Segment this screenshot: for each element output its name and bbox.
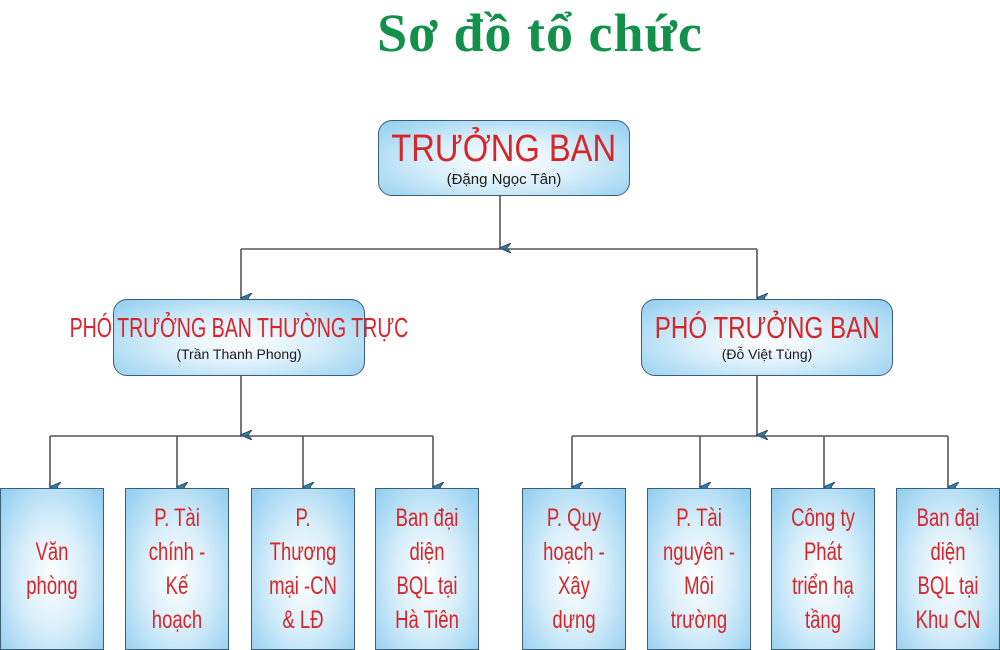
deputy-box-standing[interactable]: PHÓ TRƯỞNG BAN THƯỜNG TRỰC (Trần Thanh P…	[70, 299, 408, 376]
unit-label: P. Quy hoạch - Xây dựng	[543, 504, 605, 634]
unit-label: Công ty Phát triển hạ tầng	[791, 504, 855, 634]
unit-box-quy-hoach-xay-dung[interactable]: P. Quy hoạch - Xây dựng	[522, 488, 626, 650]
deputy-role: PHÓ TRƯỞNG BAN THƯỜNG TRỰC	[69, 312, 409, 343]
deputy-box[interactable]: PHÓ TRƯỞNG BAN (Đỗ Việt Tùng)	[641, 299, 893, 376]
page-title: Sơ đồ tổ chức	[377, 3, 703, 63]
unit-box-tai-chinh-ke-hoach[interactable]: P. Tài chính - Kế hoạch	[125, 488, 229, 650]
head-role: TRƯỞNG BAN	[391, 127, 617, 170]
head-person: (Đặng Ngọc Tân)	[446, 170, 562, 188]
unit-box-ban-dai-dien-khu-cn[interactable]: Ban đại diện BQL tại Khu CN	[896, 488, 1000, 650]
unit-label: Ban đại diện BQL tại Khu CN	[915, 504, 981, 634]
unit-label: P. Tài chính - Kế hoạch	[148, 504, 206, 634]
unit-box-van-phong[interactable]: Văn phòng	[0, 488, 104, 650]
unit-box-cong-ty-phat-trien-ha-tang[interactable]: Công ty Phát triển hạ tầng	[771, 488, 875, 650]
unit-label: Văn phòng	[26, 538, 78, 600]
unit-box-ban-dai-dien-ha-tien[interactable]: Ban đại diện BQL tại Hà Tiên	[375, 488, 479, 650]
unit-label: P. Thương mại -CN & LĐ	[269, 504, 337, 634]
deputy-person: (Đỗ Việt Tùng)	[721, 346, 813, 362]
unit-label: P. Tài nguyên - Môi trường	[662, 504, 735, 634]
unit-box-tai-nguyen-moi-truong[interactable]: P. Tài nguyên - Môi trường	[647, 488, 751, 650]
deputy-person: (Trần Thanh Phong)	[176, 346, 302, 362]
head-box[interactable]: TRƯỞNG BAN (Đặng Ngọc Tân)	[378, 120, 630, 196]
deputy-role: PHÓ TRƯỞNG BAN	[654, 310, 880, 345]
unit-label: Ban đại diện BQL tại Hà Tiên	[395, 504, 459, 634]
unit-box-thuong-mai-cn-ld[interactable]: P. Thương mại -CN & LĐ	[251, 488, 355, 650]
